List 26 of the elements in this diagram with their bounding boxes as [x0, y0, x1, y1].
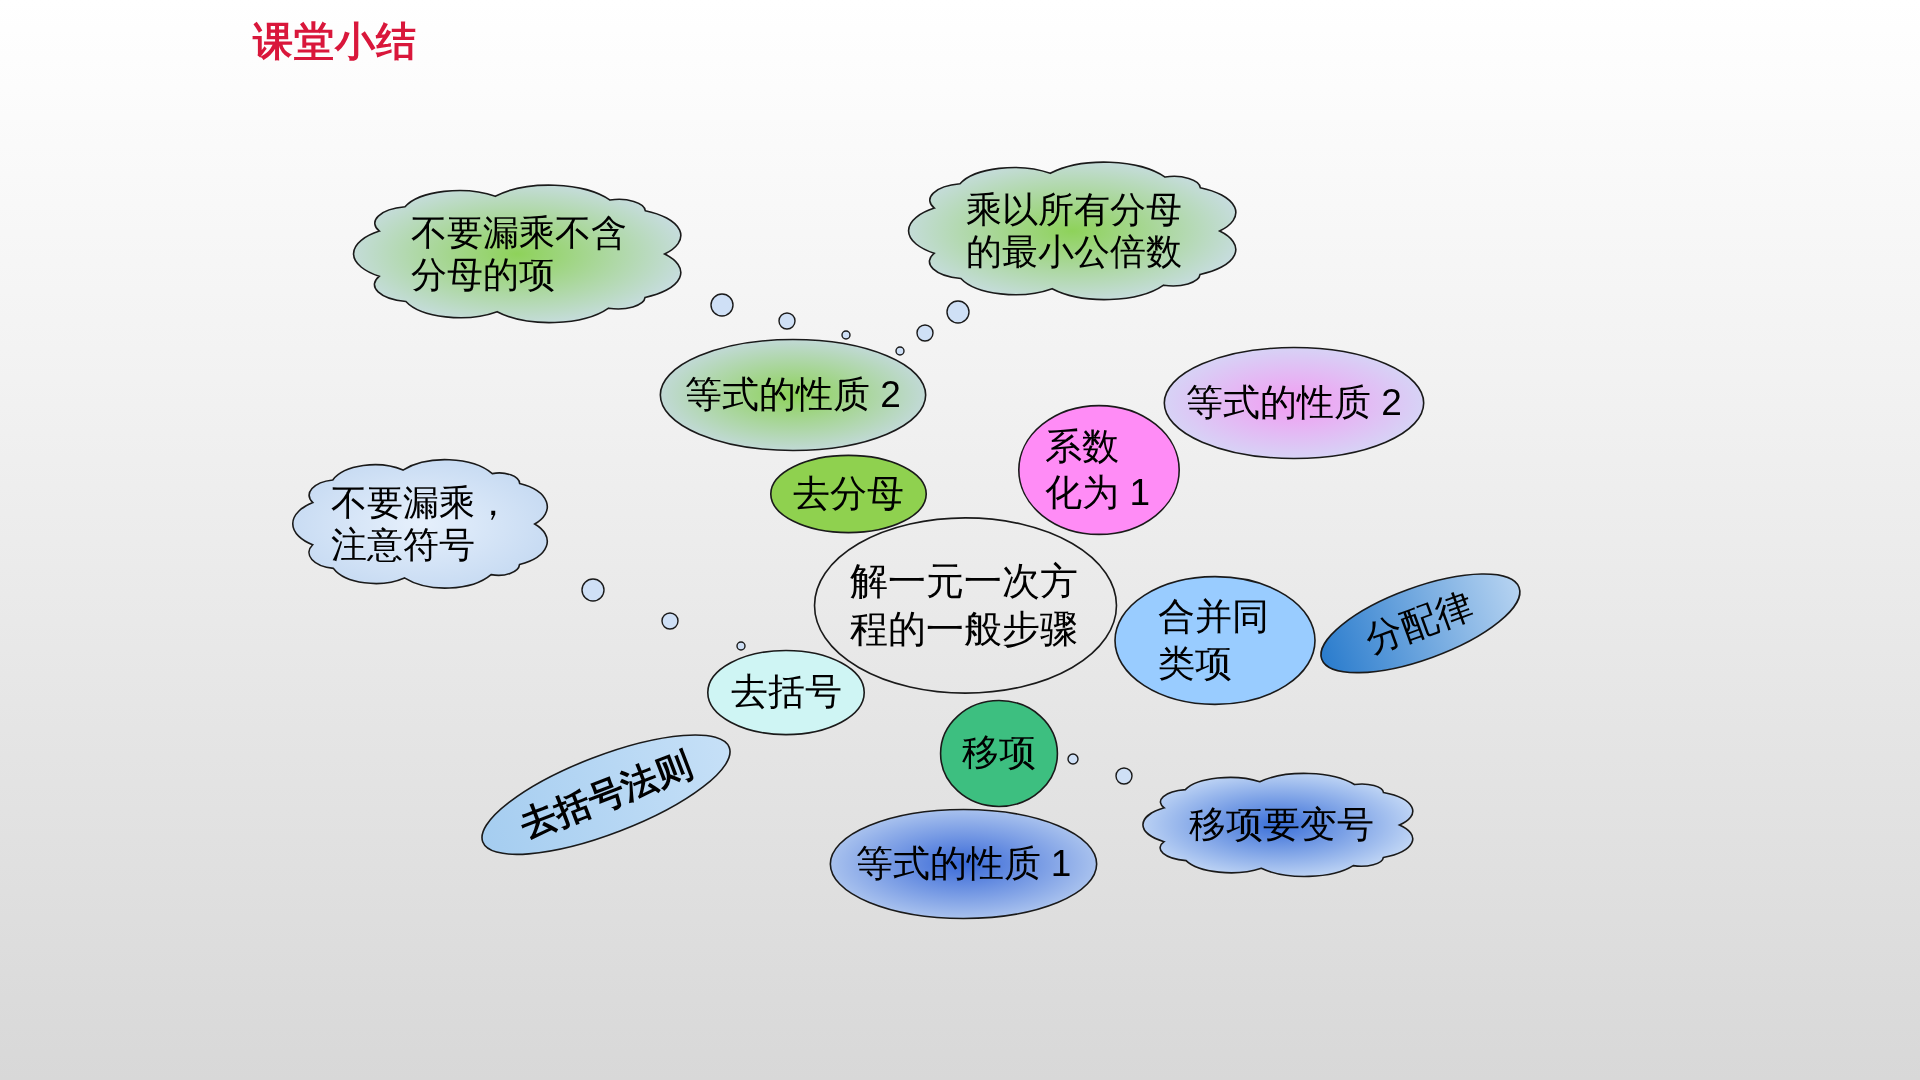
node-label: 不要漏乘不含分母的项 [411, 211, 629, 297]
node-label: 等式的性质 1 [855, 841, 1072, 886]
node-label: 不要漏乘，注意符号 [331, 481, 513, 567]
ellipse-node [829, 809, 1098, 919]
node-label: 等式的性质 2 [1186, 380, 1402, 425]
node-label: 合并同类项 [1157, 595, 1270, 686]
node-label: 移项要变号 [1188, 803, 1374, 847]
node-label: 等式的性质 2 [685, 372, 901, 417]
ellipse-node [1114, 576, 1316, 705]
node-label: 系数化为 1 [1045, 424, 1152, 515]
node-label: 去括号 [730, 670, 842, 715]
ellipse-node [1018, 405, 1180, 535]
ellipse-node [1319, 572, 1521, 674]
node-label: 移项 [962, 731, 1036, 776]
node-label: 乘以所有分母的最小公倍数 [966, 188, 1184, 274]
ellipse-node [940, 700, 1058, 807]
ellipse-node [707, 650, 865, 735]
ellipse-node [1163, 347, 1425, 459]
node-label: 解一元一次方程的一般步骤 [849, 559, 1079, 652]
ellipse-node [480, 734, 731, 856]
ellipse-node [659, 339, 927, 451]
slide-title: 课堂小结 [253, 18, 417, 64]
node-label: 去分母 [793, 471, 904, 516]
node-label: 去括号法则 [513, 742, 699, 849]
node-label: 分配律 [1359, 583, 1480, 663]
ellipse-node [770, 455, 927, 533]
